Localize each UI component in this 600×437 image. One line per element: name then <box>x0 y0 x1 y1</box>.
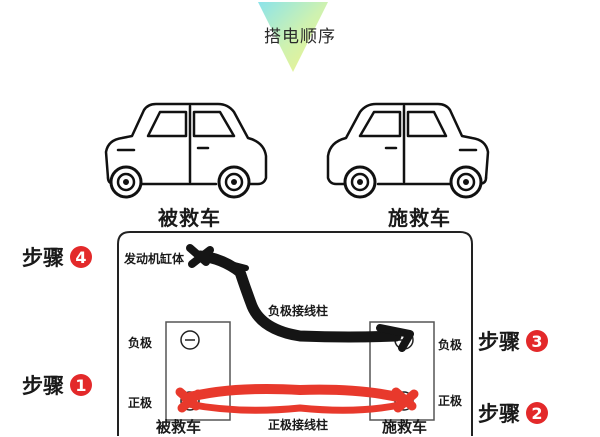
diagram-title: 搭电顺序 <box>264 27 336 47</box>
rescuer-battery-label: 施救车 <box>382 418 428 436</box>
jump-start-diagram <box>117 231 473 436</box>
title-arrow-icon <box>258 2 328 72</box>
negative-terminal-line-label: 负极接线柱 <box>268 304 329 318</box>
step-1: 步骤 1 <box>22 370 92 400</box>
step-label: 步骤 <box>478 402 520 426</box>
rescued-battery-label: 被救车 <box>156 418 202 436</box>
positive-cable <box>175 384 419 414</box>
step-4: 步骤 4 <box>22 242 92 272</box>
engine-block-label: 发动机缸体 <box>124 252 185 266</box>
rescued-car-icon <box>104 102 268 199</box>
positive-terminal-line-label: 正极接线柱 <box>268 418 329 432</box>
step-2: 步骤 2 <box>478 398 548 428</box>
rescuer-car-icon <box>326 102 490 199</box>
step-label: 步骤 <box>478 330 520 354</box>
step-number-badge: 3 <box>526 330 548 352</box>
step-label: 步骤 <box>22 246 64 270</box>
positive-label-left: 正极 <box>128 396 153 410</box>
positive-label-right: 正极 <box>438 394 463 408</box>
step-number-badge: 1 <box>70 374 92 396</box>
step-3: 步骤 3 <box>478 326 548 356</box>
rescued-car-label: 被救车 <box>158 206 221 230</box>
step-number-badge: 2 <box>526 402 548 424</box>
negative-label-right: 负极 <box>438 338 463 352</box>
step-label: 步骤 <box>22 374 64 398</box>
negative-label-left: 负极 <box>128 336 153 350</box>
negative-cable <box>186 244 414 352</box>
rescuer-car-label: 施救车 <box>388 206 451 230</box>
step-number-badge: 4 <box>70 246 92 268</box>
